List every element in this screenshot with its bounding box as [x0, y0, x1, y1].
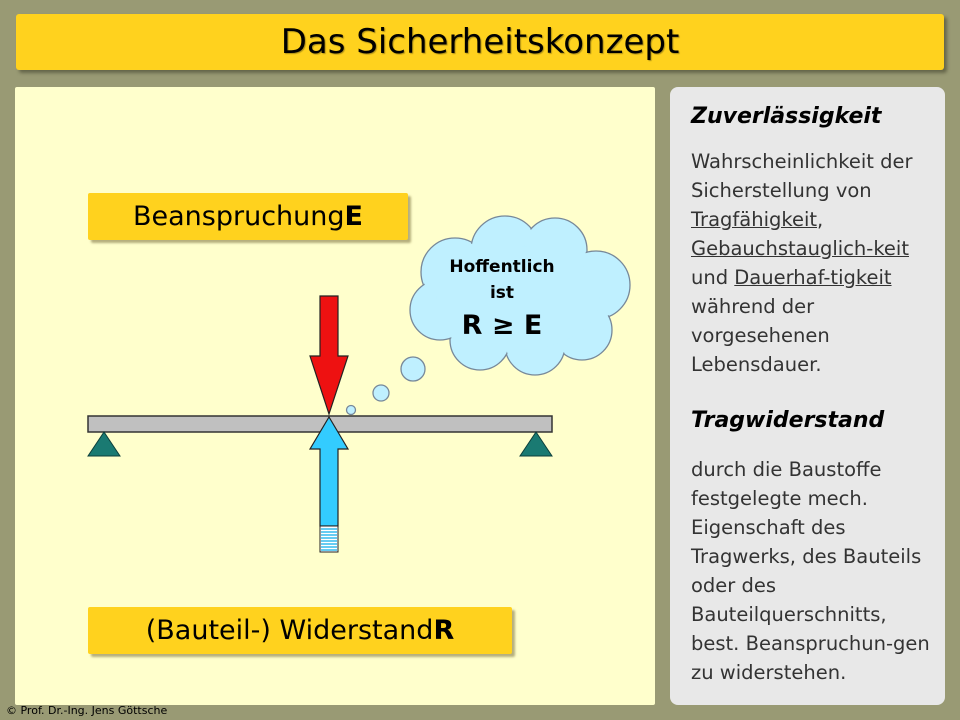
title-bar: Das Sicherheitskonzept	[16, 14, 944, 70]
down-arrow-icon	[309, 295, 349, 416]
beanspruchung-symbol: E	[344, 201, 363, 232]
zuv-text-2: ,	[817, 208, 824, 231]
zuv-text-4: während der vorgesehenen Lebensdauer.	[691, 295, 830, 376]
widerstand-text: (Bauteil-) Widerstand	[145, 615, 434, 646]
zuv-text-1: Wahrscheinlichkeit der Sicherstellung vo…	[691, 150, 913, 202]
right-support-icon	[519, 431, 553, 457]
zuv-term-dauerhaftigkeit: Dauerhaf-tigkeit	[734, 266, 892, 289]
cloud-line-2: ist	[489, 283, 515, 303]
up-arrow-icon	[308, 415, 350, 553]
cloud-formula: R ≥ E	[461, 310, 543, 341]
right-panel	[670, 87, 945, 705]
zuv-term-tragfaehigkeit: Tragfähigkeit	[691, 208, 818, 231]
widerstand-label: (Bauteil-) Widerstand R	[88, 607, 512, 654]
cloud-line-1: Hoffentlich	[449, 257, 555, 277]
text-zuverlaessigkeit: Wahrscheinlichkeit der Sicherstellung vo…	[691, 147, 941, 379]
cloud-text: Hoffentlich ist R ≥ E	[426, 254, 578, 344]
beam	[87, 415, 553, 433]
text-tragwiderstand: durch die Baustoffe festgelegte mech. Ei…	[691, 458, 930, 684]
beanspruchung-text: Beanspruchung	[133, 201, 345, 232]
heading-tragwiderstand: Tragwiderstand	[691, 408, 885, 433]
zuv-text-3: und	[691, 266, 735, 289]
copyright-footer: © Prof. Dr.-Ing. Jens Göttsche	[6, 704, 168, 717]
left-support-icon	[87, 431, 121, 457]
zuv-term-gebrauchstauglichkeit: Gebauchstauglich-keit	[691, 237, 909, 260]
widerstand-symbol: R	[433, 615, 455, 646]
heading-zuverlaessigkeit: Zuverlässigkeit	[691, 104, 882, 129]
thought-cloud-icon	[345, 215, 631, 416]
page-title: Das Sicherheitskonzept	[280, 22, 680, 62]
beanspruchung-label: Beanspruchung E	[88, 193, 408, 240]
